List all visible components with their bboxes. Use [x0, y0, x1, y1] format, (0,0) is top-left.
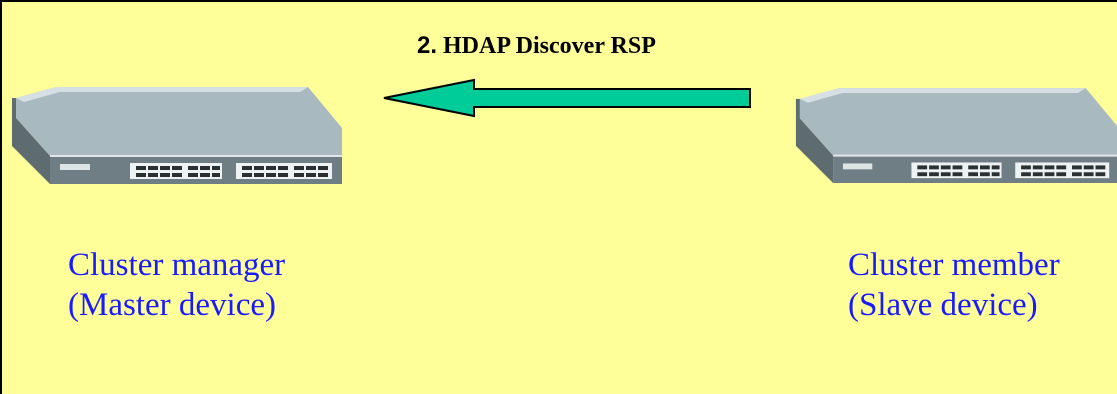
member-label: Cluster member (Slave device)	[848, 245, 1060, 325]
member-switch	[792, 84, 1117, 192]
message-name: HDAP Discover RSP	[443, 33, 656, 59]
manager-label: Cluster manager (Master device)	[68, 245, 285, 325]
member-name: Cluster member	[848, 247, 1060, 283]
manager-switch	[8, 84, 342, 192]
manager-role: (Master device)	[68, 287, 276, 323]
member-role: (Slave device)	[848, 287, 1038, 323]
message-label: 2. HDAP Discover RSP	[417, 32, 656, 60]
network-switch-icon	[795, 88, 1117, 184]
network-switch-icon	[12, 87, 342, 184]
left-arrow-icon	[383, 78, 751, 118]
manager-name: Cluster manager	[68, 247, 286, 283]
step-number: 2.	[417, 32, 438, 59]
